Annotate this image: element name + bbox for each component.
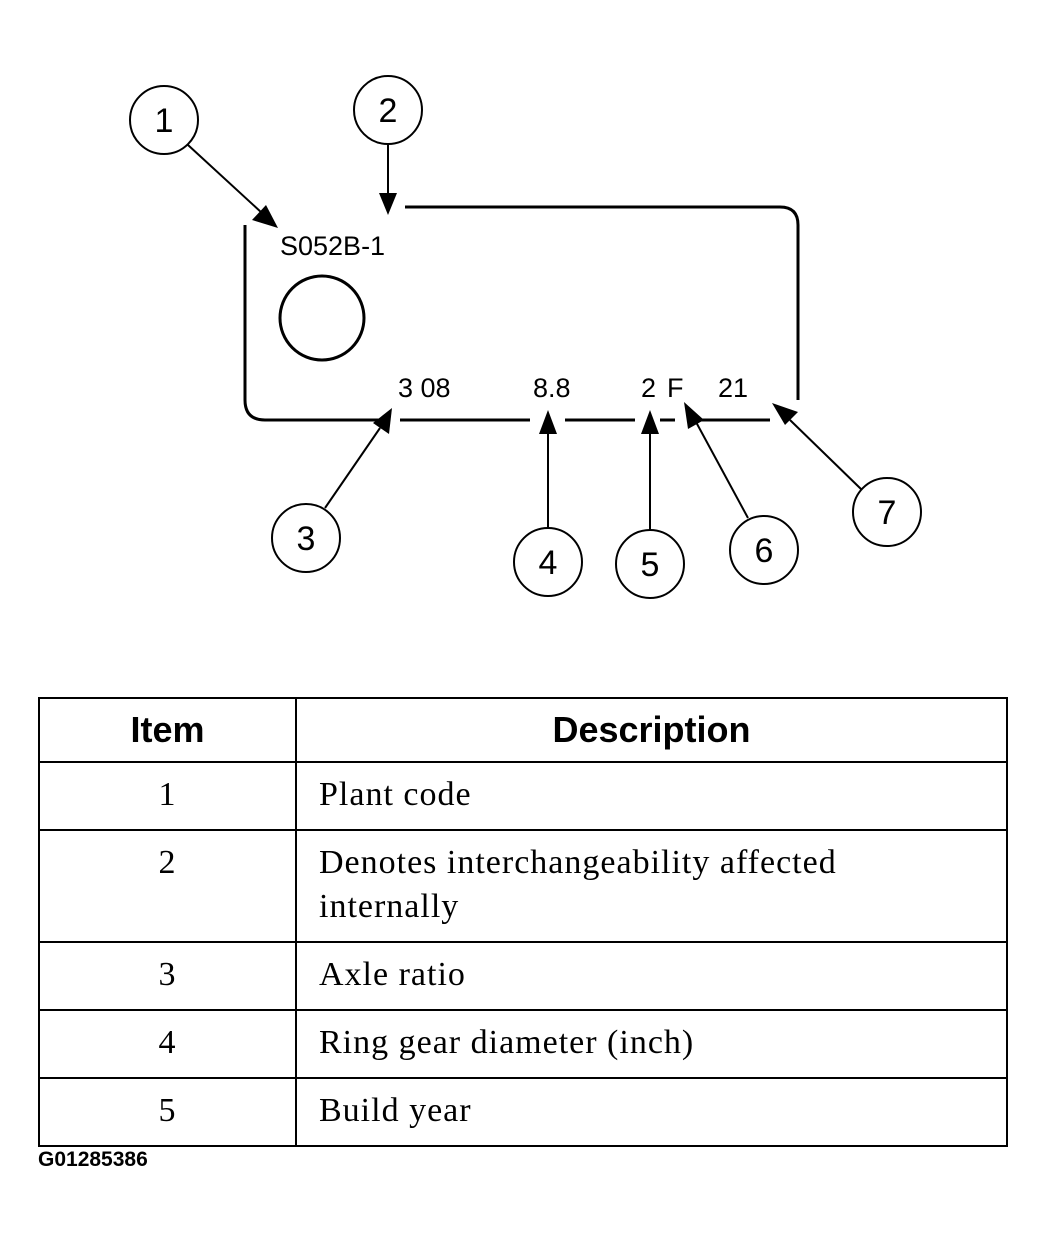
- leader-1: [187, 144, 278, 228]
- build-year-text: 2: [641, 373, 656, 403]
- axle-ratio-text: 3 08: [398, 373, 451, 403]
- callout-4-number: 4: [539, 544, 558, 582]
- callout-6-number: 6: [755, 532, 774, 570]
- leader-7: [772, 403, 863, 491]
- leader-5: [641, 410, 659, 530]
- leader-4: [539, 410, 557, 528]
- item-description: Ring gear diameter (inch): [295, 1009, 1008, 1079]
- table-row: 3 Axle ratio: [38, 941, 1008, 1011]
- item-description: Axle ratio: [295, 941, 1008, 1011]
- build-day-text: 21: [718, 373, 748, 403]
- item-description: Denotes interchangeability affected inte…: [295, 829, 1008, 943]
- leader-6: [684, 402, 749, 519]
- callout-1: 1: [129, 85, 199, 155]
- axle-tag-diagram: S052B-1 3 08 8.8 2 F 21 1 2: [129, 75, 922, 599]
- item-number: 4: [38, 1009, 297, 1079]
- figure-id: G01285386: [38, 1148, 148, 1171]
- item-number: 2: [38, 829, 297, 943]
- table-row: 5 Build year: [38, 1077, 1008, 1147]
- ring-gear-diameter-text: 8.8: [533, 373, 571, 403]
- item-number: 1: [38, 761, 297, 831]
- table-row: 1 Plant code: [38, 761, 1008, 831]
- callout-3: 3: [271, 503, 341, 573]
- leader-3: [324, 408, 392, 509]
- item-description: Build year: [295, 1077, 1008, 1147]
- table-row: 4 Ring gear diameter (inch): [38, 1009, 1008, 1079]
- callout-5: 5: [615, 529, 685, 599]
- leader-2: [379, 143, 397, 215]
- tag-hole: [278, 274, 366, 362]
- callout-3-number: 3: [297, 520, 316, 558]
- tag-outline: [243, 205, 800, 422]
- build-month-text: F: [667, 373, 684, 403]
- callout-1-number: 1: [155, 102, 174, 140]
- callout-7-number: 7: [878, 494, 897, 532]
- item-column-header: Item: [38, 697, 297, 763]
- item-description-table: Item Description 1 Plant code 2 Denotes …: [38, 697, 1008, 1147]
- item-number: 5: [38, 1077, 297, 1147]
- table-header-row: Item Description: [38, 697, 1008, 763]
- callout-2: 2: [353, 75, 423, 145]
- callout-2-number: 2: [379, 92, 398, 130]
- description-column-header: Description: [295, 697, 1008, 763]
- callout-6: 6: [729, 515, 799, 585]
- callout-5-number: 5: [641, 546, 660, 584]
- item-number: 3: [38, 941, 297, 1011]
- item-description: Plant code: [295, 761, 1008, 831]
- plant-code-text: S052B-1: [280, 231, 385, 261]
- callout-4: 4: [513, 527, 583, 597]
- table-row: 2 Denotes interchangeability affected in…: [38, 829, 1008, 943]
- callout-7: 7: [852, 477, 922, 547]
